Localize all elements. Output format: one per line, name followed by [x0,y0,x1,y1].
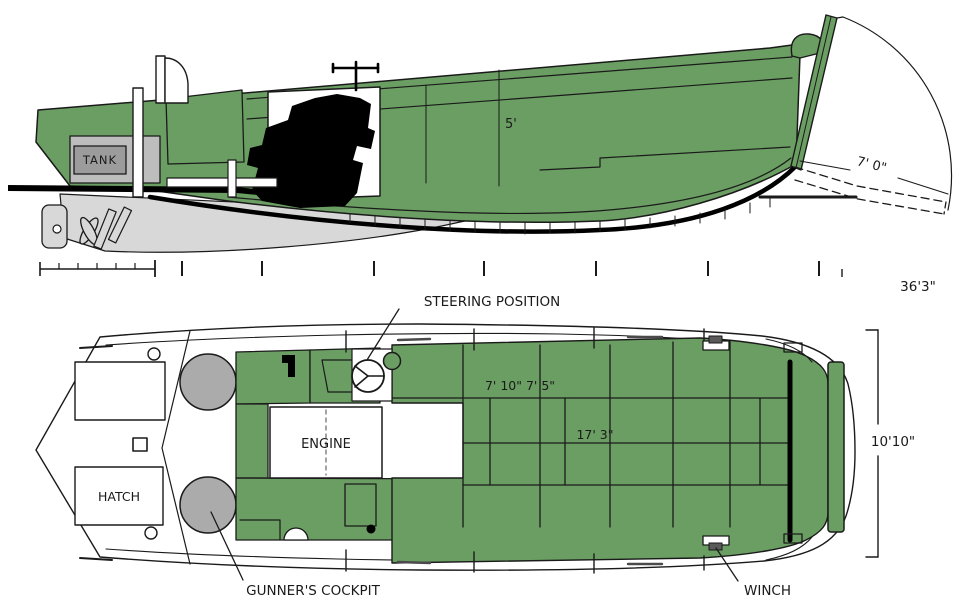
mast [331,60,380,92]
cargo-grid [391,339,791,528]
gunwale-ticks [345,327,705,574]
cockpit-platform [166,177,278,188]
engine-silhouette [247,94,375,208]
steering-position-label: STEERING POSITION [424,294,560,310]
gunner-cockpit-bottom [179,476,237,534]
windscreen [164,57,189,104]
tank-box [73,145,127,175]
ramp-inner-line [795,16,832,169]
tank-label: TANK [82,153,117,167]
handrails [396,335,664,566]
bow-fittings [783,342,803,544]
hull-frames [349,196,771,235]
stern-handrail-bottom [79,557,113,561]
cockpit-strut [227,159,237,198]
plan-ramp-edge [827,361,845,533]
hatch-box [74,466,164,526]
deck-dot [366,524,376,534]
compass [382,351,402,371]
ramp-cheek-bottom [765,536,813,561]
cargo-length-label: 17' 3" [576,427,613,442]
bay-widths-label: 7' 10" 7' 5" [485,378,555,393]
jackstaff [132,87,144,198]
gunners-cockpit-label: GUNNER'S COCKPIT [246,583,380,599]
ramp-cheek-top [765,338,813,363]
deck-notch [283,527,309,541]
scale-bar: 36'3" [39,260,936,295]
stern-strake [8,185,330,202]
wheel-spokes [354,365,385,388]
side-view: TANK [8,14,953,253]
engine-label: ENGINE [301,437,351,452]
stern-cleat-bottom [144,526,158,540]
winch-label: WINCH [744,583,791,599]
winch-top [702,335,730,351]
leader-lines [210,308,739,582]
stern-locker [74,361,166,421]
beam-label: 10'10" [871,434,915,450]
propeller [79,206,133,250]
plan-view: HATCH [35,294,915,599]
ramp-swing [758,16,953,215]
windscreen-post [155,55,166,104]
deck-black-fitting [282,355,295,377]
stern-break-line [161,330,191,565]
stern-handrail-top [79,345,113,349]
deck-step-line [239,519,281,541]
ramp-length-label: 7' 0" [855,154,888,176]
winch-bottom [702,535,730,551]
stern-small-fitting [132,437,148,452]
gunner-cockpit-top [179,353,237,411]
keel-line [147,163,799,234]
cockpit-coaming [165,89,245,165]
hull-height-label: 5' [505,117,517,132]
overall-length-label: 36'3" [900,279,936,295]
rudder-hole [52,224,62,234]
hatch-label: HATCH [98,489,140,504]
beam-bracket [865,329,879,558]
deck-small-box [344,483,377,527]
stern-cleat-top [147,347,161,361]
